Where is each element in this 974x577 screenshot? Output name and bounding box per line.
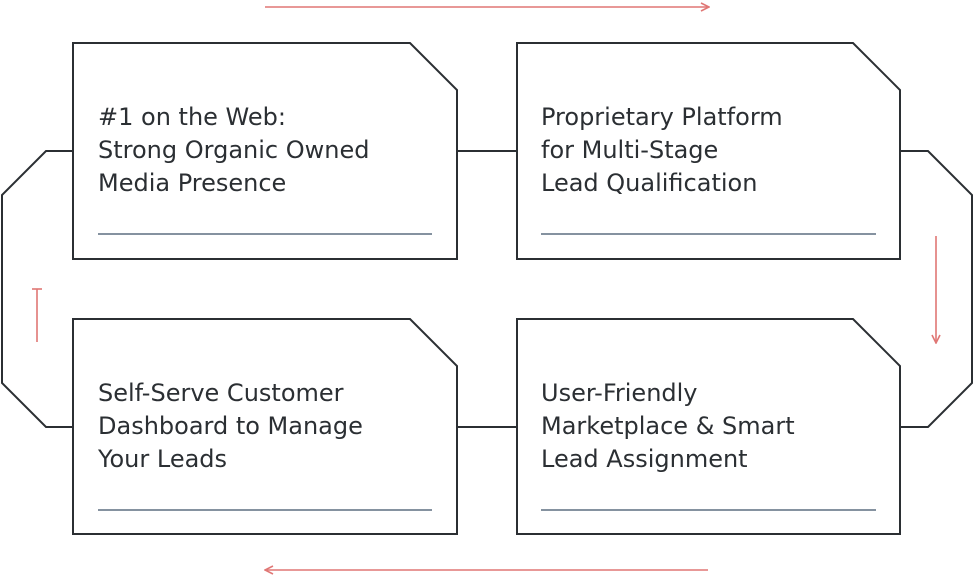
card-line: Lead Qualification bbox=[541, 169, 758, 197]
card-line: Media Presence bbox=[98, 169, 287, 197]
card-top-right-text: Proprietary Platform for Multi-Stage Lea… bbox=[541, 101, 783, 200]
card-top-right bbox=[516, 42, 901, 260]
card-bottom-left bbox=[72, 318, 458, 535]
card-bottom-right-text: User-Friendly Marketplace & Smart Lead A… bbox=[541, 377, 795, 476]
card-line: Marketplace & Smart bbox=[541, 412, 795, 440]
card-line: Dashboard to Manage bbox=[98, 412, 363, 440]
card-top-left bbox=[72, 42, 458, 260]
connector-right bbox=[900, 150, 973, 428]
card-line: for Multi-Stage bbox=[541, 136, 719, 164]
card-line: #1 on the Web: bbox=[98, 103, 286, 131]
connector-left bbox=[1, 150, 73, 428]
card-line: Your Leads bbox=[98, 445, 228, 473]
card-frame bbox=[72, 42, 458, 260]
card-bottom-left-text: Self-Serve Customer Dashboard to Manage … bbox=[98, 377, 363, 476]
card-line: Proprietary Platform bbox=[541, 103, 783, 131]
connectors bbox=[1, 150, 973, 428]
card-line: Lead Assignment bbox=[541, 445, 748, 473]
card-line: User-Friendly bbox=[541, 379, 698, 407]
card-bottom-right bbox=[516, 318, 901, 535]
card-line: Self-Serve Customer bbox=[98, 379, 344, 407]
card-top-left-text: #1 on the Web: Strong Organic Owned Medi… bbox=[98, 101, 369, 200]
card-frame bbox=[516, 318, 901, 535]
card-line: Strong Organic Owned bbox=[98, 136, 370, 164]
card-frame bbox=[516, 42, 901, 260]
flow-arrows bbox=[32, 7, 936, 570]
card-frame bbox=[72, 318, 458, 535]
